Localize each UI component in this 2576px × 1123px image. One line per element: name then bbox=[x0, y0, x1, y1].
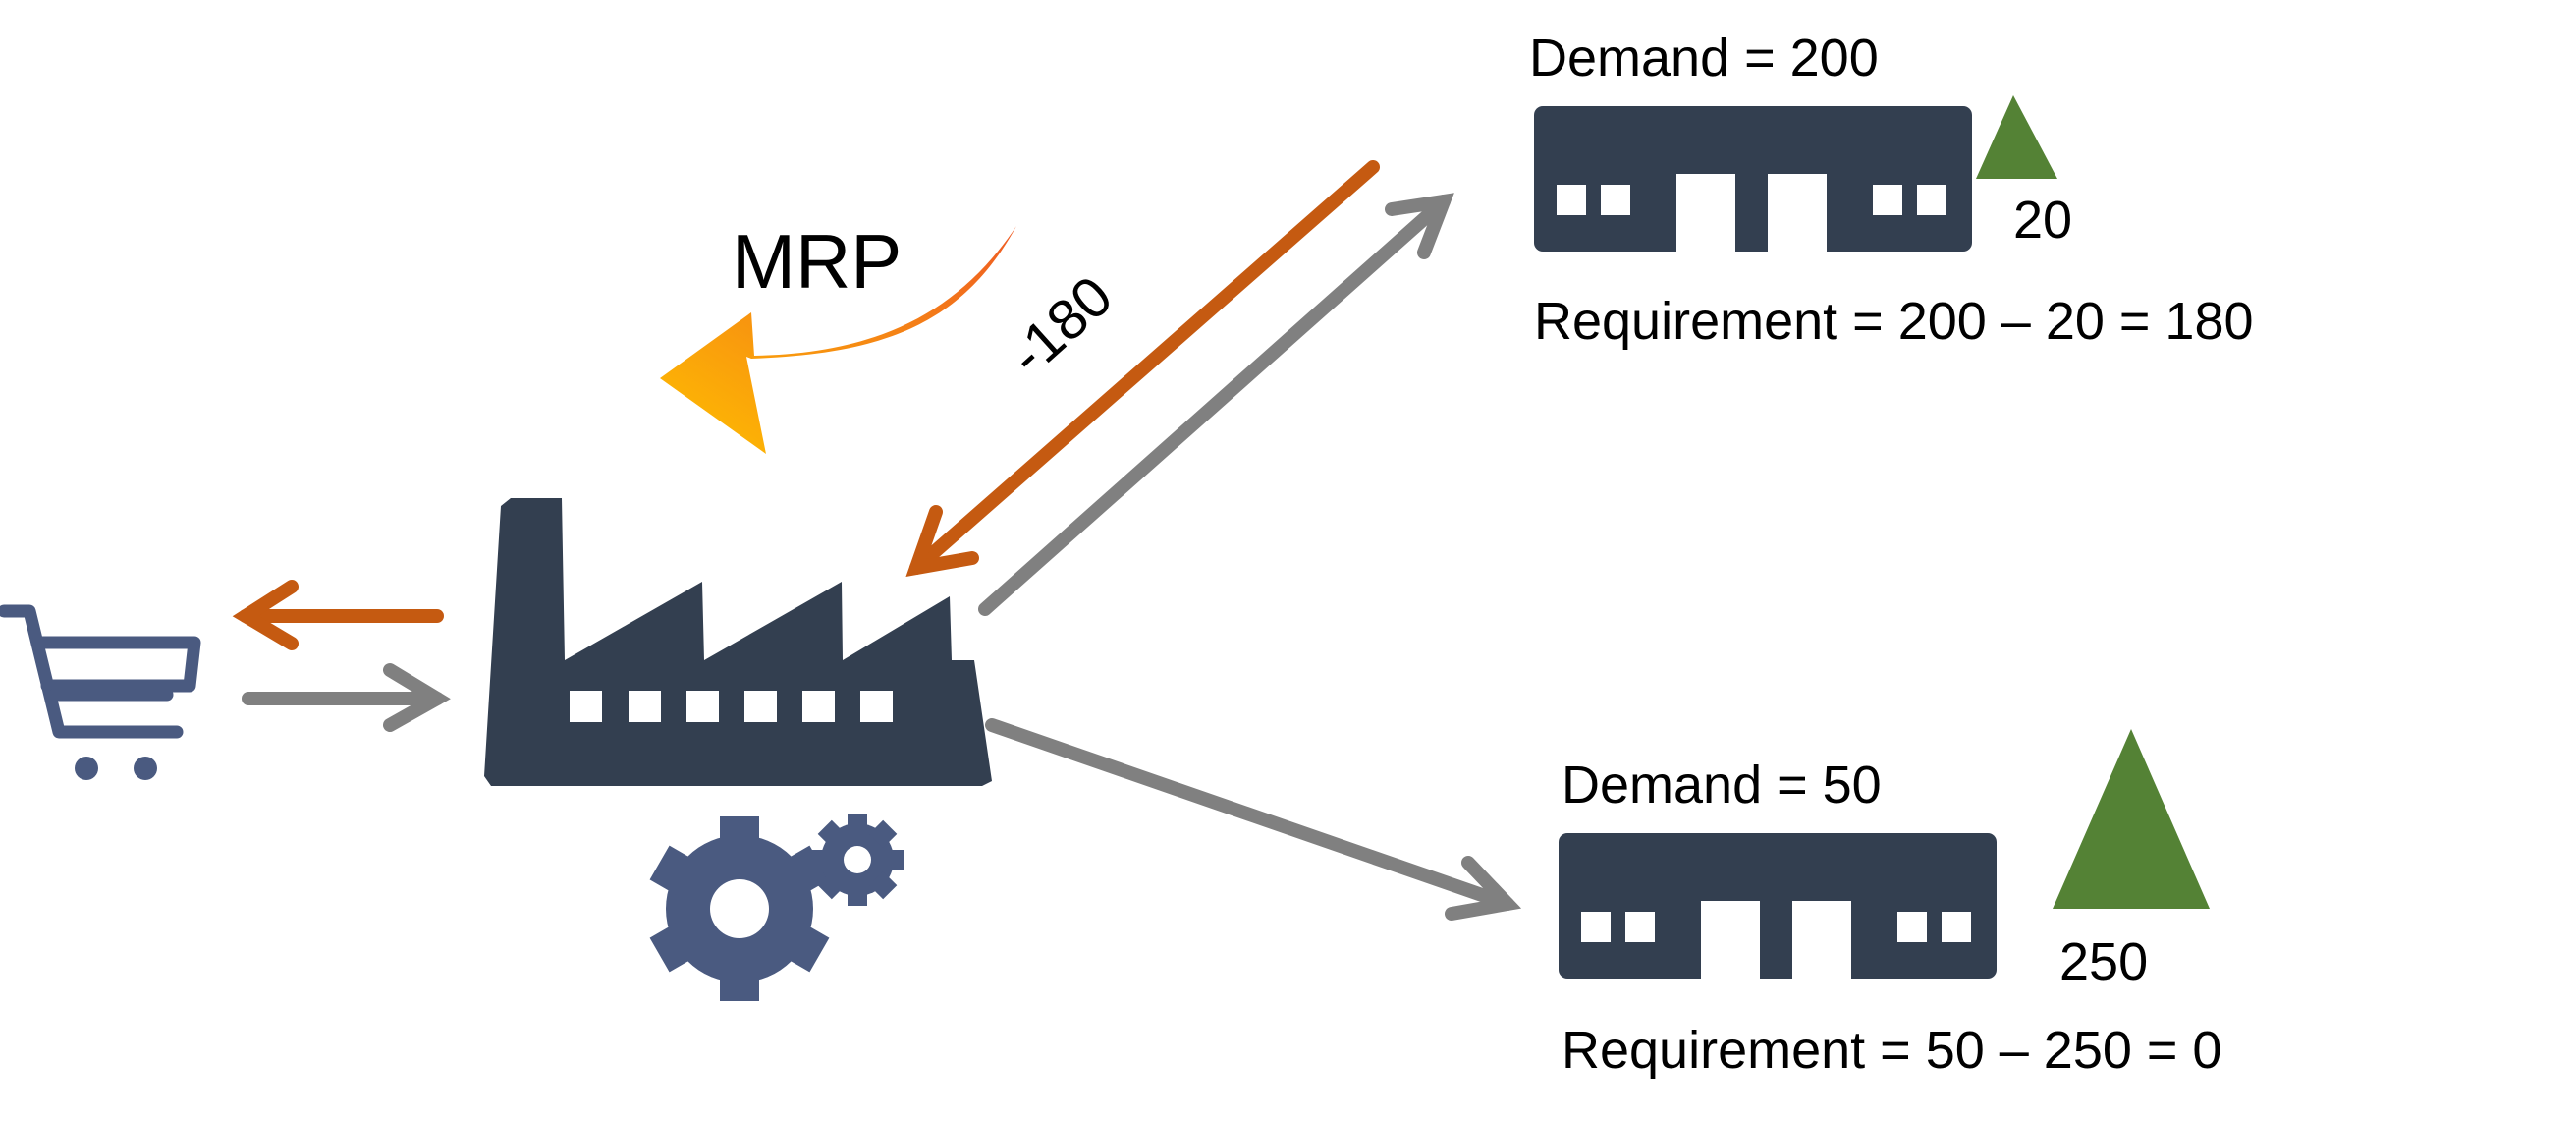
large-gear-icon bbox=[649, 816, 830, 1001]
warehouse-icon bbox=[1534, 106, 1972, 252]
net-requirement-label: -180 bbox=[997, 264, 1124, 388]
order-arrow-to-cart bbox=[232, 580, 444, 650]
mrp-label: MRP bbox=[732, 218, 902, 305]
warehouse-bottom: Demand = 50 250 Requirement = 50 – 250 =… bbox=[1559, 729, 2221, 1080]
small-gear-icon bbox=[811, 814, 904, 906]
gears-icon bbox=[649, 814, 904, 1001]
warehouse-bottom-stock: 250 bbox=[2059, 932, 2148, 991]
supply-arrow-to-top-warehouse bbox=[978, 193, 1454, 616]
requirement-arrow-to-factory bbox=[905, 160, 1380, 577]
warehouse-top-stock: 20 bbox=[2013, 191, 2072, 250]
warehouse-icon bbox=[1559, 833, 1997, 979]
factory-icon bbox=[484, 498, 992, 786]
order-arrow-to-factory bbox=[242, 663, 451, 732]
warehouse-top-demand: Demand = 200 bbox=[1529, 28, 1879, 87]
shopping-cart-icon bbox=[0, 604, 201, 780]
mrp-curved-arrow-icon bbox=[660, 226, 1016, 454]
warehouse-bottom-demand: Demand = 50 bbox=[1562, 756, 1882, 814]
warehouse-top-requirement: Requirement = 200 – 20 = 180 bbox=[1534, 292, 2254, 351]
triangle-stock-icon bbox=[2053, 729, 2210, 909]
warehouse-bottom-requirement: Requirement = 50 – 250 = 0 bbox=[1562, 1021, 2221, 1080]
supply-arrow-to-bottom-warehouse bbox=[985, 718, 1522, 921]
triangle-stock-icon bbox=[1976, 95, 2057, 179]
warehouse-top: Demand = 200 20 Requirement = 200 – 20 =… bbox=[1529, 28, 2254, 351]
